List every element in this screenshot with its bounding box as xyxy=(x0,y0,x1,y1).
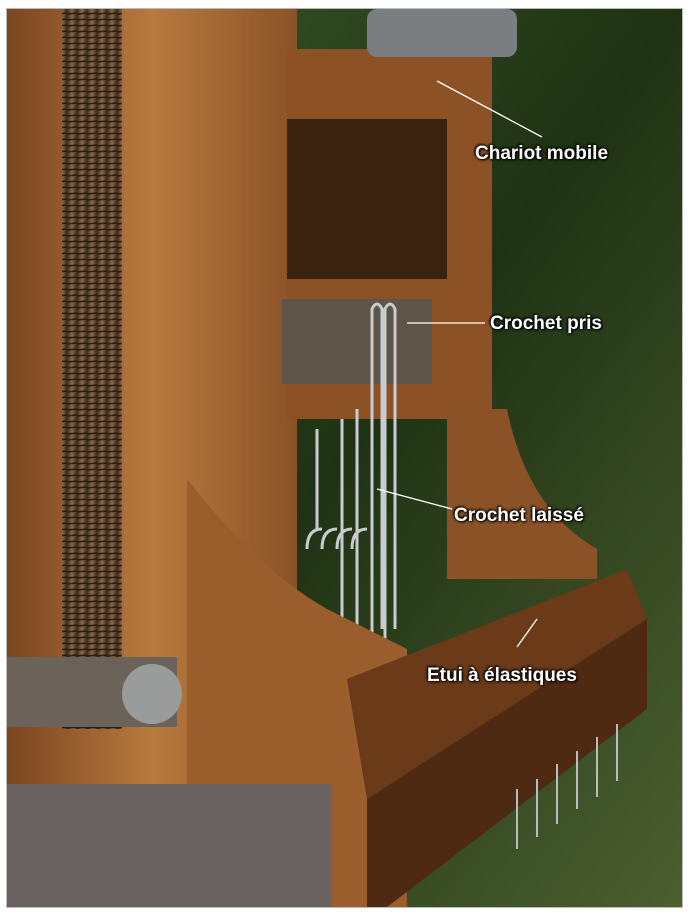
metal-plate xyxy=(7,784,332,907)
elastics xyxy=(516,724,618,849)
top-bolt xyxy=(367,9,517,57)
right-bracket xyxy=(447,409,597,579)
nut xyxy=(122,664,182,724)
label-crochet-pris: Crochet pris xyxy=(490,313,602,334)
leader-lines xyxy=(376,80,543,648)
carriage-opening xyxy=(287,119,447,279)
label-crochet-laisse: Crochet laissé xyxy=(454,505,584,526)
elastic-case xyxy=(347,569,647,799)
threaded-screw xyxy=(62,9,122,729)
hooks xyxy=(305,302,397,649)
label-etui-elastiques: Etui à élastiques xyxy=(427,665,577,686)
label-chariot-mobile: Chariot mobile xyxy=(475,143,609,164)
annotated-photo: Chariot mobile Crochet pris Crochet lais… xyxy=(6,8,683,908)
elastic-case-front xyxy=(367,619,647,907)
loom-mechanism-photo xyxy=(7,9,682,907)
hook-bar xyxy=(282,299,432,384)
